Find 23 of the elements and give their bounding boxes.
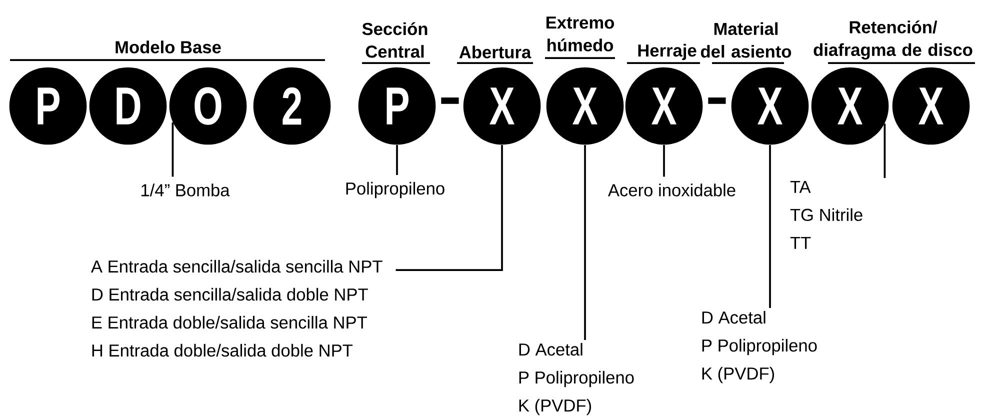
leader-line <box>584 144 586 340</box>
option-text: Acero inoxidable <box>608 184 736 196</box>
heading-label: Extremo húmedo <box>545 16 615 59</box>
option-list: D Acetal P Polipropileno K (PVDF) <box>519 342 634 416</box>
leader-line <box>396 144 503 271</box>
heading-label: Material del asiento <box>700 22 792 64</box>
leader-line <box>769 144 771 308</box>
option-list: D Acetal P Polipropileno K (PVDF) <box>702 310 817 384</box>
option-text: 1/4” Bomba <box>142 184 230 196</box>
option-list: A Entrada sencilla/salida sencilla NPT D Entrada sencilla/salida doble NPT E Entrada doble/salida sencilla NPT H Entrada doble/salida doble NPT <box>90 260 382 357</box>
heading-label: Sección Central <box>362 22 430 64</box>
leader-line <box>172 122 174 177</box>
heading-label: Herraje <box>627 44 700 64</box>
leader-line <box>396 144 398 175</box>
heading-label: Modelo Base <box>10 40 325 61</box>
heading-label: Abertura <box>457 46 533 64</box>
heading-label: Retención/ diafragma de disco <box>814 20 975 64</box>
option-text: Polipropileno <box>346 182 444 198</box>
hyphen: - <box>441 98 459 104</box>
hyphen: - <box>708 98 726 104</box>
leader-line <box>663 144 665 177</box>
leader-line <box>884 124 886 178</box>
option-list: TA TG Nitrile TT <box>790 180 862 249</box>
